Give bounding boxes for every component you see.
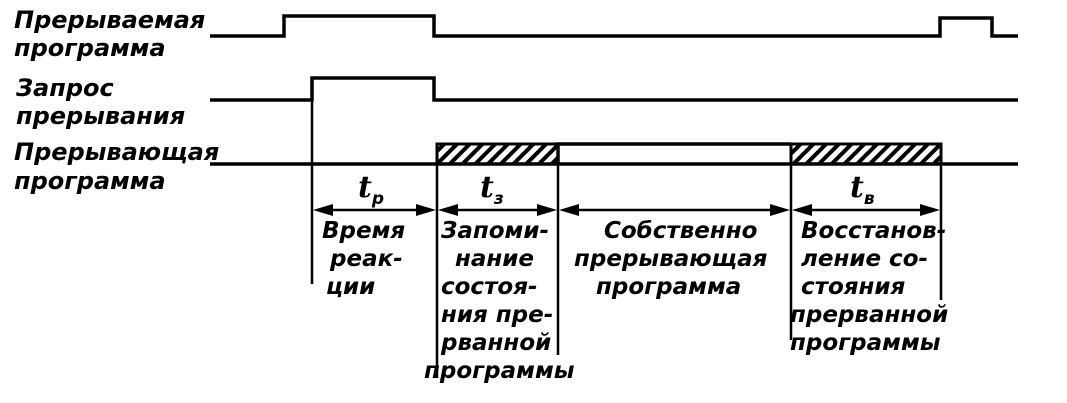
save-state-block: [435, 142, 560, 166]
restore-state-block: [789, 142, 943, 166]
desc-line: программы: [424, 358, 575, 384]
desc-line: реак-: [329, 246, 403, 272]
row3-waveform: [210, 142, 1018, 166]
row3-label-line2: программа: [14, 167, 166, 195]
symbol-tr: tр: [358, 170, 384, 209]
desc-line: прерванной: [790, 302, 948, 328]
desc-line: Восстанов-: [801, 218, 946, 244]
arrowhead: [313, 204, 333, 216]
desc-line: нание: [455, 246, 534, 272]
row3-label-line1: Прерывающая: [14, 138, 219, 166]
desc-line: стояния: [801, 274, 906, 300]
row1-label-line2: программа: [14, 34, 166, 62]
arrowhead: [438, 204, 458, 216]
desc-main: Собственно прерывающая программа: [574, 218, 768, 300]
row2-waveform: [210, 76, 1018, 102]
desc-restore-state: Восстанов- ление со- стояния прерванной …: [790, 218, 948, 356]
boundary-lines: [310, 100, 943, 378]
desc-reaction: Время реак- ции: [322, 218, 405, 300]
desc-line: состоя-: [441, 274, 538, 300]
symbol-tz: tз: [480, 170, 504, 209]
arrowhead: [559, 204, 579, 216]
desc-line: Время: [322, 218, 405, 244]
arrowhead: [416, 204, 436, 216]
desc-line: ции: [326, 274, 375, 300]
arrowhead: [920, 204, 940, 216]
desc-line: Собственно: [604, 218, 757, 244]
arrowhead: [537, 204, 557, 216]
row2-label-line1: Запрос: [15, 74, 114, 102]
desc-line: прерывающая: [574, 246, 768, 272]
arrowheads: [313, 204, 940, 216]
desc-line: программы: [790, 330, 941, 356]
symbol-tv: tв: [850, 170, 875, 209]
row1-waveform: [210, 14, 1018, 38]
row2-label-line2: прерывания: [16, 102, 185, 130]
desc-line: ление со-: [801, 246, 928, 272]
desc-line: Запоми-: [440, 218, 549, 244]
desc-line: рванной: [440, 330, 551, 356]
arrowhead: [792, 204, 812, 216]
desc-save-state: Запоми- нание состоя- ния пре- рванной п…: [424, 218, 575, 384]
row1-label-line1: Прерываемая: [14, 6, 205, 34]
desc-line: программа: [596, 274, 741, 300]
desc-line: ния пре-: [441, 302, 553, 328]
arrowhead: [770, 204, 790, 216]
